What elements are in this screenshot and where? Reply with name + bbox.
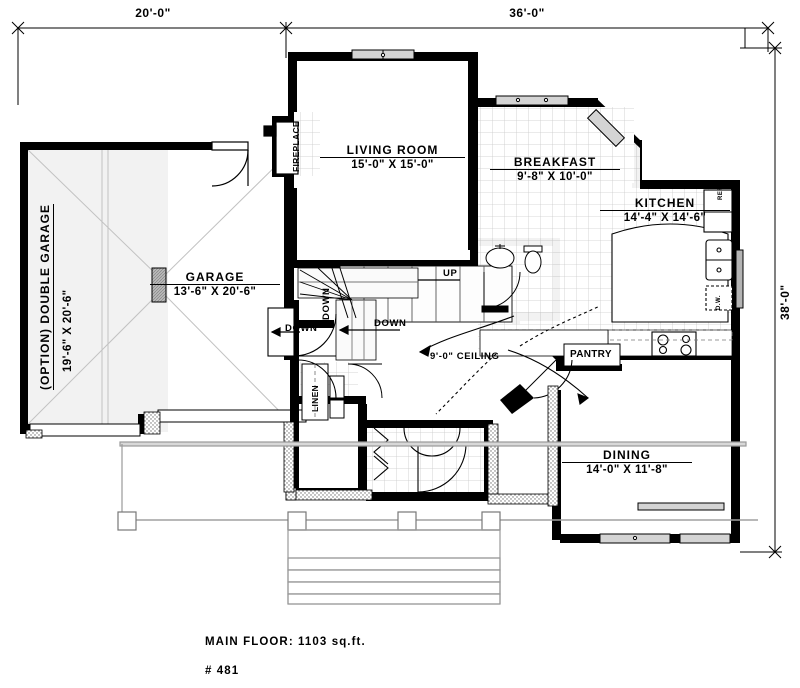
option-double-garage-label: (OPTION) DOUBLE GARAGE	[38, 204, 54, 390]
dimension-label-depth-right: 38'-0"	[778, 284, 792, 320]
room-name-kitchen: KITCHEN	[634, 196, 696, 210]
stair-down-label-upper: DOWN	[321, 287, 332, 320]
plan-number-label: # 481	[205, 665, 240, 677]
linen-label: LINEN	[310, 385, 320, 412]
dishwasher-label: D.W.	[716, 295, 722, 310]
room-size-breakfast: 9'-8" X 10'-0"	[490, 169, 620, 183]
room-size-garage: 13'-6" X 20'-6"	[150, 284, 280, 298]
ceiling-height-note: 9'-0" CEILING	[430, 351, 500, 362]
bathroom-fixtures	[481, 244, 543, 313]
windows	[351, 49, 744, 544]
stairs	[297, 261, 513, 361]
room-size-dining: 14'-0" X 11'-8"	[562, 462, 692, 476]
option-double-garage-name: (OPTION) DOUBLE GARAGE	[38, 204, 54, 390]
option-double-garage-size: 19'-6" X 20'-6"	[62, 289, 74, 372]
fireplace-unit	[263, 121, 299, 175]
stair-up-label: UP	[443, 268, 458, 279]
room-label-living-room: LIVING ROOM 15'-0" X 15'-0"	[320, 143, 465, 171]
room-name-dining: DINING	[603, 448, 651, 462]
room-size-kitchen: 14'-4" X 14'-6"	[600, 210, 730, 224]
room-label-kitchen: KITCHEN 14'-4" X 14'-6"	[600, 196, 730, 224]
garage-area	[20, 141, 307, 439]
front-porch	[117, 385, 758, 605]
stair-down-label-center: DOWN	[374, 318, 407, 329]
garage-door-1	[25, 423, 141, 439]
room-label-dining: DINING 14'-0" X 11'-8"	[562, 448, 692, 476]
dimension-lines	[11, 21, 782, 559]
refrigerator-label: REF	[718, 186, 724, 201]
garage-entry-door	[211, 141, 249, 187]
interior-doors	[297, 359, 573, 493]
ceiling-note-leaders	[418, 305, 601, 415]
linen-closet	[301, 363, 383, 421]
room-name-living-room: LIVING ROOM	[346, 143, 439, 157]
kitchen-fixtures	[479, 189, 733, 357]
room-name-garage: GARAGE	[185, 270, 245, 284]
room-label-garage: GARAGE 13'-6" X 20'-6"	[150, 270, 280, 298]
room-label-breakfast: BREAKFAST 9'-8" X 10'-0"	[490, 155, 620, 183]
room-size-living-room: 15'-0" X 15'-0"	[320, 157, 465, 171]
option-double-garage-size-wrap: 19'-6" X 20'-6"	[58, 290, 76, 372]
fireplace-label: FIREPLACE	[291, 121, 301, 172]
pantry-label: PANTRY	[570, 349, 612, 360]
stair-down-label-garage: DOWN	[285, 323, 318, 334]
dimension-label-width-left: 20'-0"	[135, 6, 171, 20]
garage-basement-door	[267, 307, 337, 357]
dimension-label-width-right: 36'-0"	[509, 6, 545, 20]
pantry-unit	[563, 343, 621, 367]
room-name-breakfast: BREAKFAST	[513, 155, 597, 169]
main-floor-area-label: MAIN FLOOR: 1103 sq.ft.	[205, 636, 366, 648]
